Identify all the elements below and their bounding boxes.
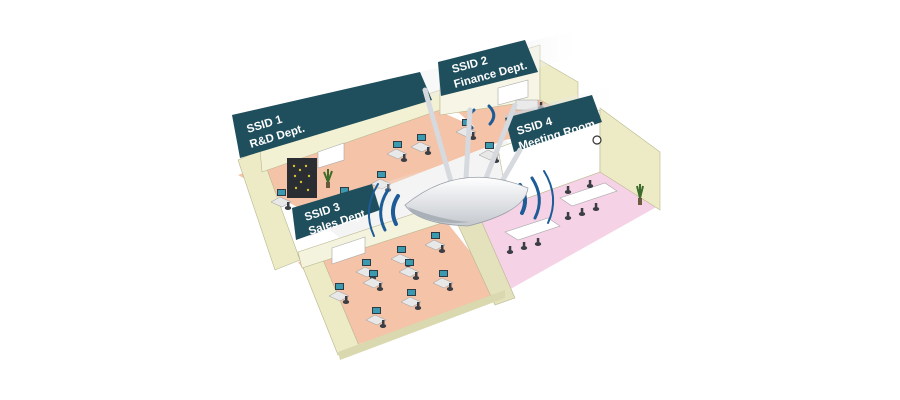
banner-meeting (505, 95, 602, 152)
signal-waves (367, 104, 555, 237)
whiteboard-sales (331, 236, 366, 265)
rd-furniture (270, 118, 500, 211)
plant-icon (636, 184, 644, 205)
whiteboard-finance (497, 79, 529, 106)
router-icon (404, 87, 529, 227)
whiteboard-rd (317, 142, 345, 169)
banner-finance (438, 40, 538, 96)
banner-rd (232, 72, 432, 158)
meeting-right-wall (599, 107, 661, 211)
meeting-table-2 (559, 182, 618, 207)
plant-icon (323, 169, 333, 188)
meeting-furniture (504, 135, 644, 254)
sales-furniture (328, 231, 454, 329)
sales-bottom-wall (338, 290, 505, 360)
clock-icon (592, 135, 602, 145)
banner-sales (292, 184, 380, 240)
meeting-table-1 (504, 217, 561, 241)
server-rack (287, 158, 317, 198)
